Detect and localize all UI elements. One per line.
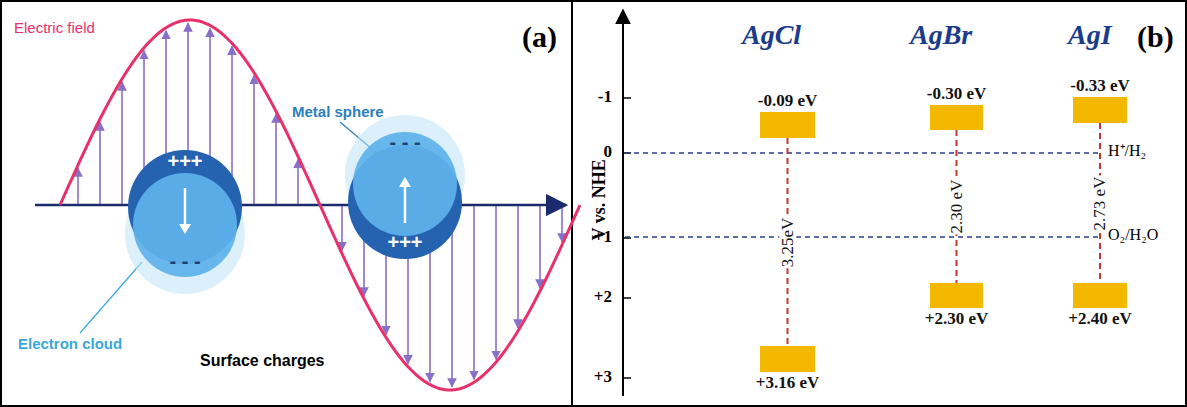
compound-name: AgI [1068, 20, 1112, 51]
charge-sign: - - - [340, 131, 470, 154]
band-potential: -0.30 eV [927, 84, 986, 104]
tick [623, 97, 631, 99]
field-arrow [275, 114, 277, 205]
panel-letter: (b) [1137, 20, 1174, 53]
band-edge-box: +2.30 eV [930, 283, 983, 308]
field-arrow [341, 205, 343, 251]
field-arrow [253, 76, 255, 205]
sphere-label: Metal sphere [292, 104, 384, 121]
band-edge-box: +3.16 eV [760, 346, 815, 372]
band-edge-box: -0.33 eV [1073, 97, 1127, 123]
field-arrow [77, 168, 79, 205]
potential-line [625, 236, 1102, 237]
band-potential: -0.09 eV [758, 91, 817, 111]
charge-label: Surface charges [200, 352, 325, 370]
band-edge-box: -0.09 eV [760, 112, 815, 138]
band-edge-box: +2.40 eV [1073, 283, 1127, 308]
tick [623, 297, 631, 299]
leader-line [80, 262, 142, 333]
band-gap-label: 3.25eV [779, 216, 796, 268]
cloud-label: Electron cloud [18, 336, 122, 353]
tick-label: -1 [598, 88, 612, 107]
y-axis [622, 10, 624, 396]
tick-label: +1 [594, 228, 612, 247]
field-arrow [121, 82, 123, 205]
band-edge-box: -0.30 eV [930, 105, 983, 130]
band-potential: +3.16 eV [756, 373, 820, 393]
field-label: Electric field [14, 20, 95, 37]
panel-divider [571, 2, 573, 405]
tick-label: 0 [604, 143, 613, 162]
compound-name: AgCl [742, 20, 801, 51]
field-arrow [99, 122, 101, 205]
charge-sign: +++ [340, 231, 470, 254]
band-potential: +2.40 eV [1068, 309, 1132, 329]
field-arrow [517, 205, 519, 328]
field-arrow [297, 159, 299, 205]
band-gap-label: 2.30 eV [948, 179, 965, 235]
field-arrow [495, 205, 497, 359]
potential-line [625, 152, 1102, 153]
band-gap-label: 2.73 eV [1091, 175, 1108, 231]
sine-wave [60, 20, 580, 390]
panel-letter: (a) [522, 20, 557, 53]
compound-name: AgBr [910, 20, 972, 51]
redox-level: H⁺/H₂ [1108, 142, 1146, 160]
band-potential: +2.30 eV [925, 309, 989, 329]
field-arrow [539, 205, 541, 288]
tick [623, 377, 631, 379]
metal-sphere: +++ - - - [120, 140, 250, 275]
band-potential: -0.33 eV [1070, 76, 1129, 96]
tick-label: +3 [594, 368, 612, 387]
redox-level: O₂/H₂O [1108, 226, 1158, 244]
metal-sphere: - - -+++ [340, 135, 470, 270]
tick-label: +2 [594, 288, 612, 307]
field-arrow [473, 205, 475, 379]
field-arrow [561, 205, 563, 242]
charge-sign: +++ [120, 150, 250, 173]
x-axis [35, 204, 566, 207]
charge-sign: - - - [120, 250, 250, 273]
